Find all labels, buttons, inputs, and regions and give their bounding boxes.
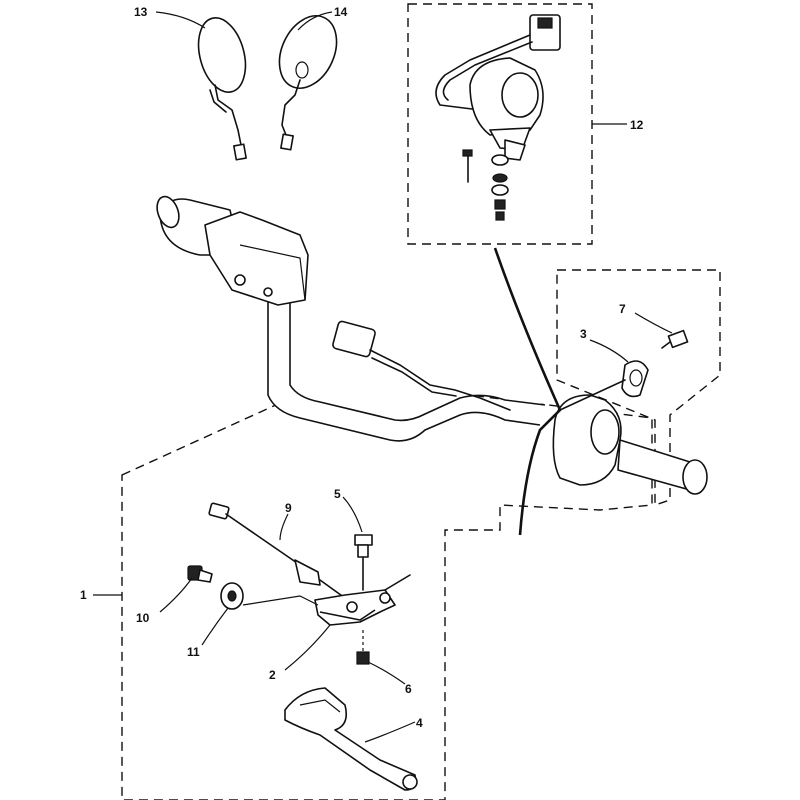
grip-holder-group-outline <box>556 269 721 506</box>
switch-screws <box>462 149 509 221</box>
callout-10: 10 <box>136 611 150 625</box>
clutch-lever <box>284 687 418 791</box>
handlebar <box>156 195 546 442</box>
holder <box>559 360 649 411</box>
bolt-5 <box>354 534 373 591</box>
callout-2: 2 <box>269 668 276 682</box>
handlebar-switch <box>435 14 561 161</box>
wire-connector <box>332 320 511 411</box>
callout-14: 14 <box>334 5 348 19</box>
nut-6 <box>356 630 370 665</box>
callout-12: 12 <box>630 118 644 132</box>
callout-labels: 13 14 12 7 3 1 5 9 10 11 2 6 4 <box>80 5 644 730</box>
mirror-left <box>197 17 247 161</box>
callout-11: 11 <box>187 645 200 659</box>
callout-5: 5 <box>334 487 341 501</box>
right-switch-housing <box>552 394 708 495</box>
leader-lines <box>93 11 673 743</box>
callout-6: 6 <box>405 682 412 696</box>
washer-11 <box>220 582 319 610</box>
cable <box>208 502 346 599</box>
bolt-7 <box>661 329 689 349</box>
callout-13: 13 <box>134 5 148 19</box>
mirror-right <box>278 15 338 151</box>
callout-9: 9 <box>285 501 292 515</box>
lever-holder <box>314 574 411 626</box>
callout-3: 3 <box>580 327 587 341</box>
callout-7: 7 <box>619 302 626 316</box>
callout-4: 4 <box>416 716 423 730</box>
callout-1: 1 <box>80 588 87 602</box>
adjuster-10 <box>187 565 213 583</box>
